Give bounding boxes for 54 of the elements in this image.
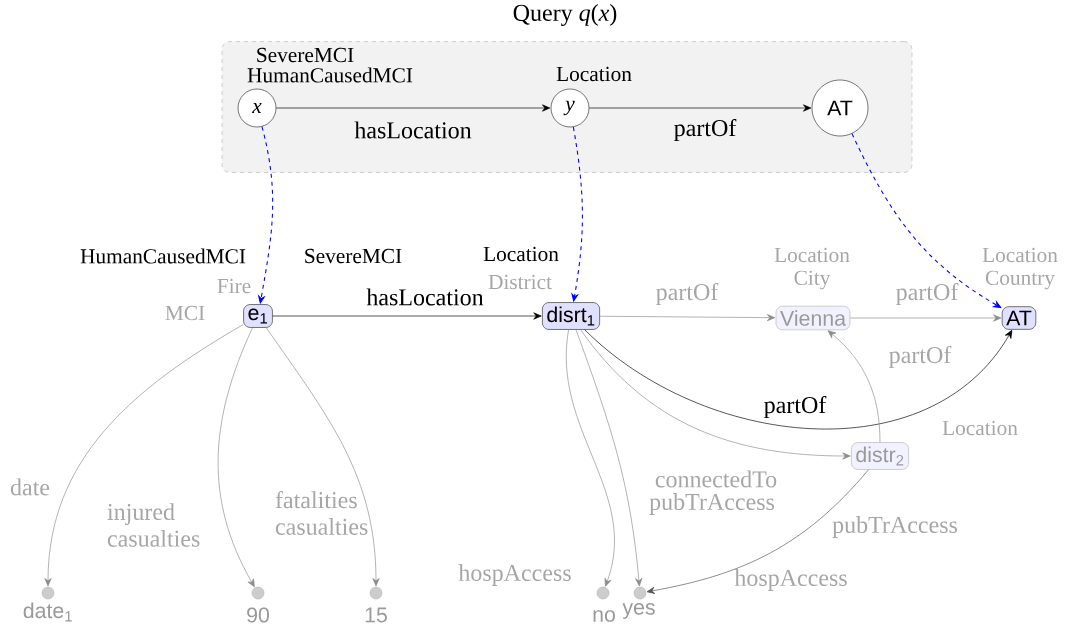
type-label: SevereMCI	[257, 47, 354, 63]
arrow	[580, 329, 851, 460]
arrow	[575, 329, 643, 587]
edge-label: hasLocation	[366, 288, 484, 306]
edge-label: pubTrAccess	[649, 493, 775, 515]
edge-label: pubTrAccess	[832, 516, 958, 538]
type-label: Country	[985, 270, 1055, 290]
arrow	[265, 327, 380, 587]
arrow	[272, 312, 542, 320]
arrow	[275, 104, 551, 112]
arrow	[565, 329, 615, 587]
arrow	[44, 324, 244, 587]
arrow	[217, 327, 255, 588]
arrow	[646, 469, 869, 594]
type-label: 15	[365, 607, 387, 623]
property-label: hospAccess	[734, 569, 847, 591]
type-label: date$_{1}$	[23, 602, 72, 622]
arrow	[599, 314, 776, 322]
entity-box: disrt$_{1}$	[542, 302, 600, 330]
type-label: Location	[556, 66, 632, 82]
type-label: HumanCausedMCI	[80, 248, 246, 264]
type-label: HumanCausedMCI	[247, 67, 413, 83]
type-label: 90	[247, 607, 269, 623]
type-label: Location	[942, 420, 1018, 436]
type-label: Fire	[217, 278, 251, 294]
edge-label: connectedTo	[655, 470, 777, 488]
type-label: MCI	[165, 305, 205, 321]
entity-box: e$_{1}$	[243, 304, 273, 328]
type-label: Location	[774, 247, 850, 263]
type-label: yes	[622, 603, 655, 619]
edge-label: date	[10, 478, 50, 496]
edge-label: partOf	[656, 283, 719, 305]
arrow	[849, 314, 1002, 322]
type-label: Location	[483, 246, 559, 262]
type-label: no	[593, 610, 615, 622]
entity-box: Vienna	[775, 305, 851, 331]
edge-label: hospAccess	[458, 564, 571, 586]
type-label: Location	[982, 247, 1058, 263]
edge-label: injured casualties	[107, 503, 200, 547]
node-label: Query q(x)	[513, 4, 617, 26]
edge-label: fatalities casualties	[275, 491, 368, 535]
arrow	[827, 330, 881, 443]
type-label: SevereMCI	[305, 248, 402, 264]
edge-label: partOf	[764, 396, 827, 418]
arrow	[584, 329, 1013, 430]
edge-label: hasLocation	[354, 121, 472, 139]
type-label: District	[488, 274, 552, 290]
edge-label: partOf	[674, 119, 737, 141]
arrow	[588, 104, 812, 112]
entity-box: AT	[1001, 306, 1037, 330]
type-label: City	[794, 270, 831, 290]
entity-box: distr$_{2}$	[851, 442, 909, 470]
edge-label: partOf	[896, 283, 959, 305]
edge-label: partOf	[889, 346, 952, 368]
